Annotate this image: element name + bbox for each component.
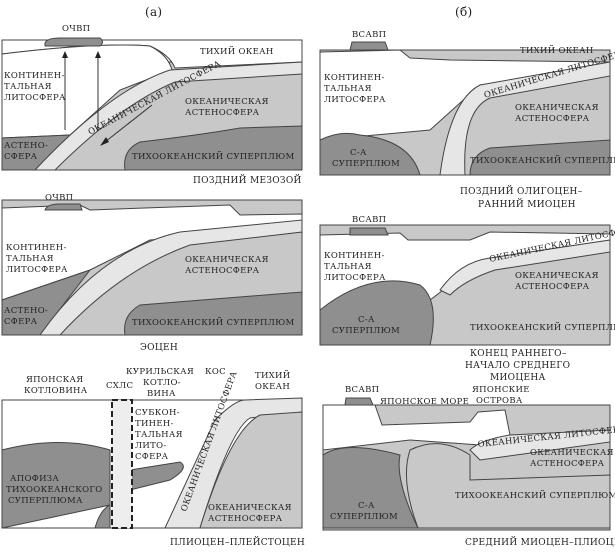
volcanic-belt-label: ВСАВП: [352, 215, 386, 225]
cont-litho-label-3: ЛИТОСФЕРА: [6, 265, 68, 275]
sa-plume-label-2: СУПЕРПЛЮМ: [330, 512, 398, 522]
ocean-astheno-label-2: АСТЕНОСФЕРА: [185, 108, 260, 118]
ocean-astheno-label-1: ОКЕАНИЧЕСКАЯ: [185, 97, 269, 107]
ocean-astheno-label-2: АСТЕНОСФЕРА: [185, 266, 260, 276]
superplume-label: ТИХООКЕАНСКИЙ СУПЕРПЛЮМ: [455, 489, 615, 501]
panel-b2-caption-3: МИОЦЕНА: [490, 373, 546, 383]
panel-b2: ВСАВП КОНТИНЕН- ТАЛЬНАЯ ЛИТОСФЕРА ОКЕАНИ…: [319, 215, 615, 383]
sa-plume-label-2: СУПЕРПЛЮМ: [332, 159, 400, 169]
header-b: (б): [455, 5, 473, 19]
kuril-basin-label-3: ВИНА: [147, 389, 176, 399]
panel-b1: ВСАВП ТИХИЙ ОКЕАН КОНТИНЕН- ТАЛЬНАЯ ЛИТО…: [319, 30, 615, 210]
ocean-astheno-label-2: АСТЕНОСФЕРА: [530, 459, 605, 469]
japan-sea-label: ЯПОНСКОЕ МОРЕ: [380, 397, 469, 407]
panel-b2-caption-2: НАЧАЛО СРЕДНЕГО: [465, 361, 570, 371]
ocean-astheno-label-2: АСТЕНОСФЕРА: [515, 114, 590, 124]
apophysis-label-1: АПОФИЗА: [10, 474, 59, 484]
subcont-label-3: ТАЛЬНАЯ: [135, 430, 183, 440]
astheno-label-1: АСТЕНО-: [4, 141, 48, 151]
ocean-astheno-label-2: АСТЕНОСФЕРА: [208, 514, 283, 524]
cont-litho-label-3: ЛИТОСФЕРА: [324, 95, 386, 105]
volcanic-belt-label: ОЧВП: [62, 24, 90, 34]
panel-a1-caption: ПОЗДНИЙ МЕЗОЗОЙ: [193, 174, 302, 186]
kuril-basin-label-2: КОТЛО-: [143, 378, 181, 388]
panel-b3: ВСАВП ЯПОНСКОЕ МОРЕ ЯПОНСКИЕ ОСТРОВА ОКЕ…: [322, 385, 615, 548]
superplume-label: ТИХООКЕАНСКИЙ СУПЕРПЛЮМ: [470, 321, 615, 333]
sa-plume-label-1: С-А: [358, 315, 375, 325]
panel-b3-caption: СРЕДНИЙ МИОЦЕН–ПЛИОЦЕН: [465, 536, 615, 548]
ocean-label: ТИХИЙ ОКЕАН: [520, 44, 594, 56]
ocean-astheno-label-2: АСТЕНОСФЕРА: [515, 282, 590, 292]
cont-litho-label-2: ТАЛЬНАЯ: [324, 84, 372, 94]
panel-a2: ОЧВП КОНТИНЕН- ТАЛЬНАЯ ЛИТОСФЕРА АСТЕНО-…: [1, 193, 303, 353]
cont-litho-label-1: КОНТИНЕН-: [4, 71, 65, 81]
cont-litho-label-2: ТАЛЬНАЯ: [4, 82, 52, 92]
header-a: (а): [145, 5, 162, 19]
subcont-label-2: ТИНЕН-: [135, 419, 174, 429]
arc-label: КОС: [205, 367, 226, 377]
cont-litho-label-3: ЛИТОСФЕРА: [4, 93, 66, 103]
panel-a2-caption: ЭОЦЕН: [140, 343, 178, 353]
panel-a3-caption: ПЛИОЦЕН–ПЛЕЙСТОЦЕН: [170, 536, 305, 548]
cont-litho-label-2: ТАЛЬНАЯ: [324, 262, 372, 272]
subcont-label-1: СУБКОН-: [135, 408, 180, 418]
sa-plume-label-1: С-А: [358, 501, 375, 511]
panel-b1-caption-1: ПОЗДНИЙ ОЛИГОЦЕН–: [460, 185, 583, 197]
astheno-label-1: АСТЕНО-: [4, 306, 48, 316]
cont-litho-label-1: КОНТИНЕН-: [6, 243, 67, 253]
shear-zone-label: СХЛС: [106, 381, 133, 391]
ocean-label: ТИХИЙ ОКЕАН: [200, 45, 274, 57]
cont-litho-label-3: ЛИТОСФЕРА: [324, 273, 386, 283]
shear-zone: [111, 399, 133, 529]
cont-litho-label-1: КОНТИНЕН-: [324, 251, 385, 261]
kuril-basin-label-1: КУРИЛЬСКАЯ: [126, 367, 194, 377]
volcanic-belt-label: ВСАВП: [345, 385, 379, 395]
sa-plume-label-1: С-А: [350, 148, 367, 158]
superplume-label: ТИХООКЕАНСКИЙ СУПЕРПЛЮМ: [132, 150, 295, 162]
superplume-label: ТИХООКЕАНСКИЙ СУПЕРПЛЮМ: [132, 316, 295, 328]
cont-litho-label-2: ТАЛЬНАЯ: [6, 254, 54, 264]
japan-islands-label-2: ОСТРОВА: [476, 396, 523, 406]
apophysis-label-2: ТИХООКЕАНСКОГО: [6, 485, 103, 495]
ocean-label-2: ОКЕАН: [255, 382, 290, 392]
ocean-astheno-label-1: ОКЕАНИЧЕСКАЯ: [515, 271, 599, 281]
sa-plume-label-2: СУПЕРПЛЮМ: [332, 326, 400, 336]
ocean-astheno-label-1: ОКЕАНИЧЕСКАЯ: [208, 503, 292, 513]
japan-basin-label-1: ЯПОНСКАЯ: [26, 375, 83, 385]
japan-basin-label-2: КОТЛОВИНА: [24, 386, 88, 396]
panel-a1: ОЧВП ТИХИЙ ОКЕАН КОНТИНЕН- ТАЛЬНАЯ ЛИТОС…: [1, 24, 303, 186]
ocean-astheno-label-1: ОКЕАНИЧЕСКАЯ: [185, 255, 269, 265]
superplume-label: ТИХООКЕАНСКИЙ СУПЕРПЛЮМ: [470, 154, 615, 166]
cont-litho-label-1: КОНТИНЕН-: [324, 73, 385, 83]
volcanic-belt-label: ОЧВП: [45, 193, 73, 203]
japan-islands-label-1: ЯПОНСКИЕ: [472, 385, 530, 395]
panel-b2-caption-1: КОНЕЦ РАННЕГО–: [470, 349, 567, 359]
panel-a3: ЯПОНСКАЯ КОТЛОВИНА СХЛС КУРИЛЬСКАЯ КОТЛО…: [1, 367, 305, 548]
ocean-astheno-label-1: ОКЕАНИЧЕСКАЯ: [530, 448, 614, 458]
subcont-label-5: СФЕРА: [135, 452, 169, 462]
ocean-astheno-label-1: ОКЕАНИЧЕСКАЯ: [515, 103, 599, 113]
subcont-label-4: ЛИТО-: [135, 441, 167, 451]
panel-b1-caption-2: РАННИЙ МИОЦЕН: [478, 198, 576, 210]
apophysis-label-3: СУПЕРПЛЮМА: [8, 496, 83, 506]
volcanic-belt-label: ВСАВП: [352, 30, 386, 40]
astheno-label-2: СФЕРА: [4, 152, 38, 162]
ocean-label-1: ТИХИЙ: [255, 369, 290, 381]
astheno-label-2: СФЕРА: [4, 317, 38, 327]
